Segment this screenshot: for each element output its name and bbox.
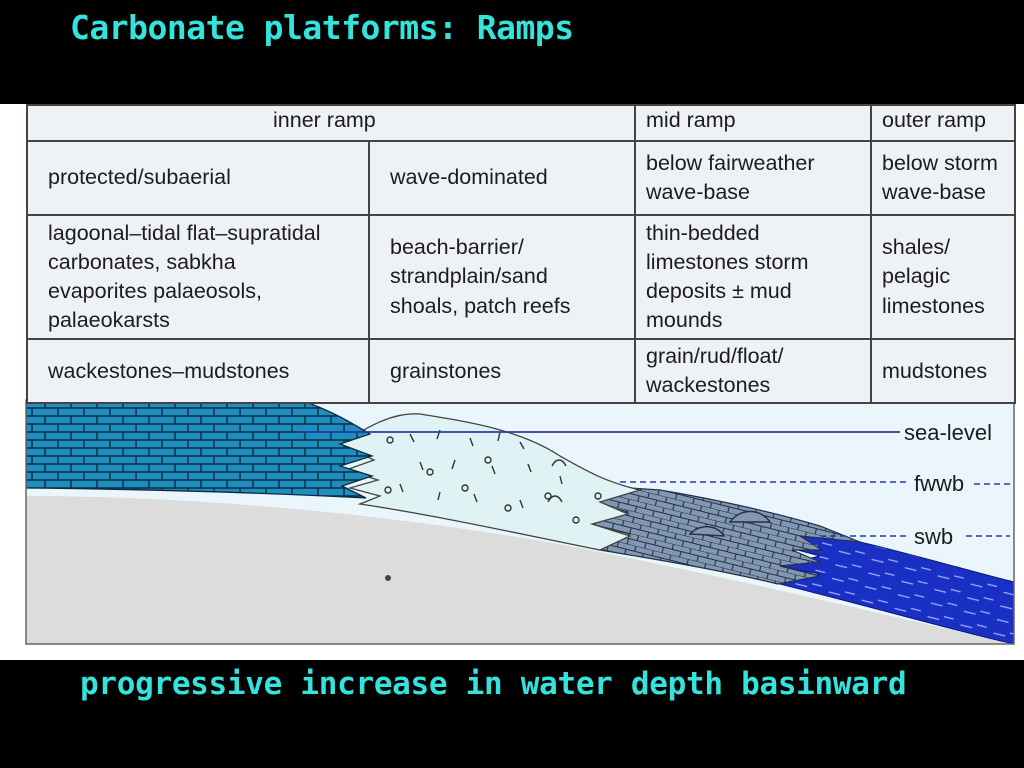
- energy-outer: below storm wave-base: [870, 140, 1017, 216]
- facies-inner-a: lagoonal–tidal flat–supratidal carbonate…: [26, 214, 370, 340]
- energy-mid: below fairweather wave-base: [634, 140, 873, 216]
- shoal-grains: [384, 429, 602, 524]
- sea-level-label: sea-level: [904, 420, 992, 445]
- mud-mound: [728, 510, 772, 523]
- ramp-figure: sea-level fwwb swb inner ramp mid ramp o…: [0, 104, 1024, 660]
- zone-inner-ramp: inner ramp: [25, 104, 637, 142]
- facies-inner-b: beach-barrier/ strandplain/sand shoals, …: [367, 214, 637, 340]
- lithology-outer: mudstones: [870, 337, 1017, 405]
- facies-row: lagoonal–tidal flat–supratidal carbonate…: [26, 214, 1017, 340]
- substrate-speck: [385, 575, 391, 581]
- facies-table: inner ramp mid ramp outer ramp protected…: [25, 104, 1017, 405]
- energy-inner-a: protected/subaerial: [26, 140, 370, 216]
- lithology-row: wackestones–mudstones grainstones grain/…: [26, 337, 1017, 405]
- energy-row: protected/subaerial wave-dominated below…: [26, 140, 1017, 216]
- mid-ramp-limestone: [587, 485, 861, 585]
- swb-label: swb: [914, 524, 953, 549]
- slide-caption: progressive increase in water depth basi…: [80, 666, 907, 702]
- mud-mound: [688, 526, 726, 537]
- lithology-mid: grain/rud/float/ wackestones: [634, 337, 873, 405]
- ramp-cross-section: sea-level fwwb swb: [25, 399, 1015, 645]
- inner-ramp-shoal: [338, 413, 643, 551]
- lithology-inner-b: grainstones: [367, 337, 637, 405]
- outer-ramp-basin: [777, 533, 1014, 644]
- zone-outer-ramp: outer ramp: [870, 104, 1017, 142]
- lithology-inner-a: wackestones–mudstones: [26, 337, 370, 405]
- facies-mid: thin-bedded limestones storm deposits ± …: [634, 214, 873, 340]
- facies-outer: shales/ pelagic limestones: [870, 214, 1017, 340]
- zone-row: inner ramp mid ramp outer ramp: [25, 104, 1017, 142]
- slide-title: Carbonate platforms: Ramps: [70, 8, 574, 47]
- substrate: [26, 496, 1014, 644]
- inner-ramp-limestone: [26, 400, 375, 499]
- energy-inner-b: wave-dominated: [367, 140, 637, 216]
- zone-mid-ramp: mid ramp: [634, 104, 873, 142]
- fwwb-label: fwwb: [914, 471, 964, 496]
